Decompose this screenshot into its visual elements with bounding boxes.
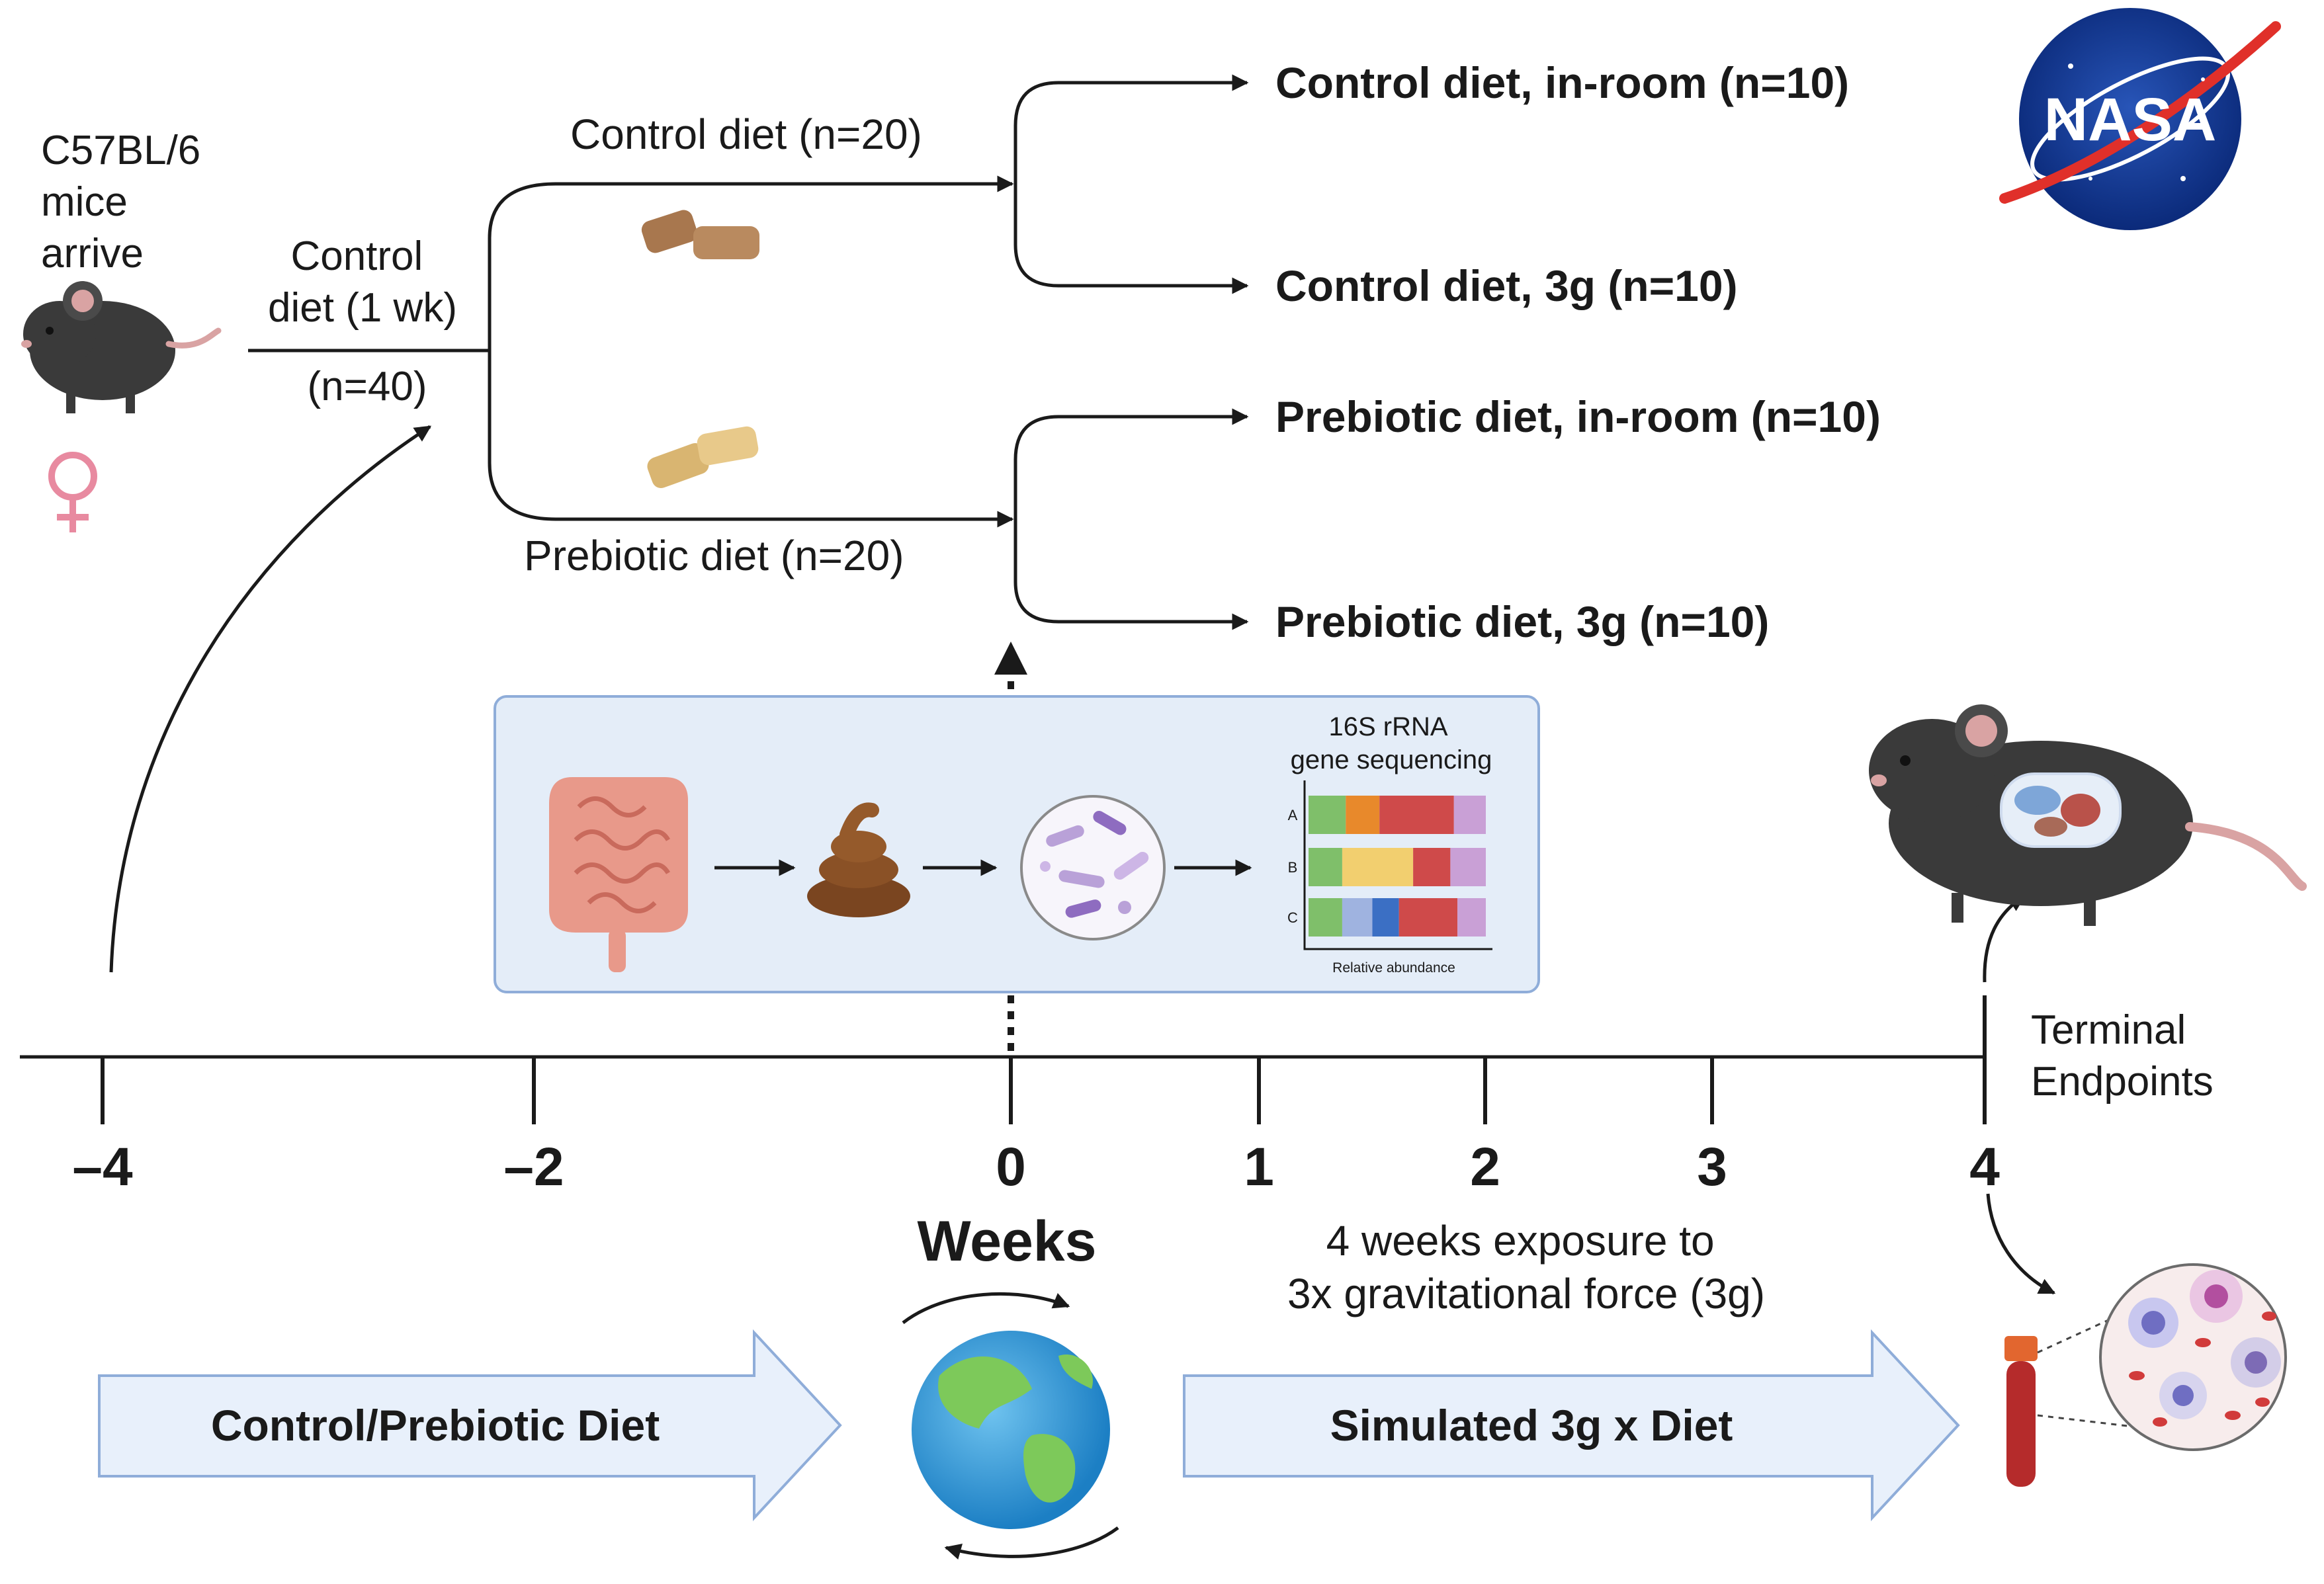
- abundance-segment: [1379, 796, 1454, 834]
- timeline-ticks: –4 –2 0 1 2 3 4: [72, 995, 2000, 1197]
- abundance-segment: [1453, 796, 1486, 834]
- prebiotic-chow-icon: [647, 426, 759, 488]
- sequencing-title-line: gene sequencing: [1291, 745, 1492, 774]
- sequencing-panel: 16S rRNA gene sequencing A B C Relative ab…: [494, 695, 1540, 993]
- sequencing-title-line: 16S rRNA: [1329, 712, 1448, 741]
- earth-icon: [912, 1331, 1110, 1529]
- timeline-tick-label: 2: [1470, 1137, 1500, 1197]
- acclimation-diet-label: Control diet (1 wk): [268, 233, 457, 331]
- timeline-tick-label: 0: [996, 1137, 1026, 1197]
- blood-cells-icon: [2099, 1263, 2287, 1451]
- female-symbol-icon: [48, 452, 97, 532]
- terminal-line: Terminal: [2031, 1007, 2186, 1053]
- abundance-segment: [1342, 898, 1373, 937]
- abundance-axis: [1303, 780, 1492, 950]
- mouse-arrival-label: C57BL/6 mice arrive: [41, 128, 212, 276]
- mouse-label-line: mice: [41, 179, 128, 225]
- abundance-row-label: A: [1288, 807, 1298, 823]
- abundance-chart: A B C: [1287, 780, 1492, 950]
- abundance-segment: [1309, 898, 1342, 937]
- exposure-line: 3x gravitational force (3g): [1287, 1270, 1765, 1317]
- abundance-segment: [1413, 848, 1451, 886]
- group-label-prebiotic-3g: Prebiotic diet, 3g (n=10): [1275, 597, 1769, 646]
- orbit-arrow-bottom: [944, 1526, 1119, 1560]
- sequencing-title: 16S rRNA gene sequencing: [1291, 712, 1492, 774]
- nasa-logo-text: NASA: [2044, 86, 2217, 153]
- dissected-mouse-icon: [1869, 704, 2307, 926]
- group-label-prebiotic-inroom: Prebiotic diet, in-room (n=10): [1275, 392, 1881, 441]
- zoom-line-top: [2037, 1315, 2118, 1354]
- exposure-label: 4 weeks exposure to 3x gravitational for…: [1287, 1217, 1765, 1317]
- gravity-phase-label: Simulated 3g x Diet: [1330, 1401, 1733, 1450]
- abundance-segment: [1450, 848, 1486, 886]
- control-chow-icon: [641, 210, 759, 259]
- stool-icon: [807, 802, 910, 917]
- blood-arrow: [1986, 1193, 2056, 1295]
- abundance-segment: [1309, 848, 1342, 886]
- diet-phase-arrow: Control/Prebiotic Diet: [98, 1329, 842, 1522]
- diet-phase-label: Control/Prebiotic Diet: [211, 1401, 660, 1450]
- prebiotic-group-bracket: [1013, 415, 1059, 624]
- zoom-line-bottom: [2037, 1414, 2151, 1430]
- abundance-segment: [1372, 898, 1399, 937]
- abundance-segment: [1309, 796, 1346, 834]
- timeline-tick-label: 4: [1969, 1137, 2000, 1197]
- timeline-tick-label: 1: [1244, 1137, 1274, 1197]
- intestine-icon: [549, 777, 688, 972]
- acclimation-line: Control: [290, 233, 423, 279]
- nasa-logo: NASA: [1999, 8, 2281, 230]
- control-group-bracket: [1013, 81, 1059, 288]
- abundance-x-label: Relative abundance: [1332, 960, 1455, 976]
- terminal-line: Endpoints: [2031, 1059, 2214, 1105]
- abundance-segment: [1342, 848, 1414, 886]
- mouse-icon: [21, 281, 222, 413]
- bacteria-icon: [1020, 795, 1166, 940]
- timeline-tick-label: 3: [1697, 1137, 1727, 1197]
- terminal-arrow: [1983, 894, 2026, 983]
- arrival-arrow: [109, 425, 432, 973]
- gravity-phase-arrow: Simulated 3g x Diet: [1183, 1329, 1960, 1522]
- abundance-segment: [1346, 796, 1380, 834]
- abundance-segment: [1457, 898, 1486, 937]
- control-branch-label: Control diet (n=20): [570, 110, 922, 158]
- mouse-label-line: C57BL/6: [41, 128, 200, 173]
- group-label-control-inroom: Control diet, in-room (n=10): [1275, 58, 1849, 107]
- abundance-row-label: B: [1288, 859, 1298, 876]
- orbit-arrow-top: [902, 1292, 1070, 1324]
- exposure-line: 4 weeks exposure to: [1326, 1217, 1715, 1265]
- timeline-tick-label: –2: [503, 1137, 564, 1197]
- timeline-axis-label: Weeks: [918, 1210, 1097, 1273]
- abundance-row-label: C: [1287, 909, 1298, 926]
- terminal-endpoints-label: Terminal Endpoints: [2031, 1007, 2214, 1105]
- acclimation-line: diet (1 wk): [268, 285, 457, 331]
- prebiotic-branch-label: Prebiotic diet (n=20): [524, 532, 904, 579]
- diet-split-bracket: [488, 182, 556, 521]
- blood-tube-icon: [2004, 1336, 2038, 1487]
- group-label-control-3g: Control diet, 3g (n=10): [1275, 261, 1738, 310]
- abundance-segment: [1399, 898, 1458, 937]
- mouse-label-line: arrive: [41, 231, 144, 276]
- acclimation-n-label: (n=40): [308, 364, 427, 409]
- timeline-tick-label: –4: [72, 1137, 133, 1197]
